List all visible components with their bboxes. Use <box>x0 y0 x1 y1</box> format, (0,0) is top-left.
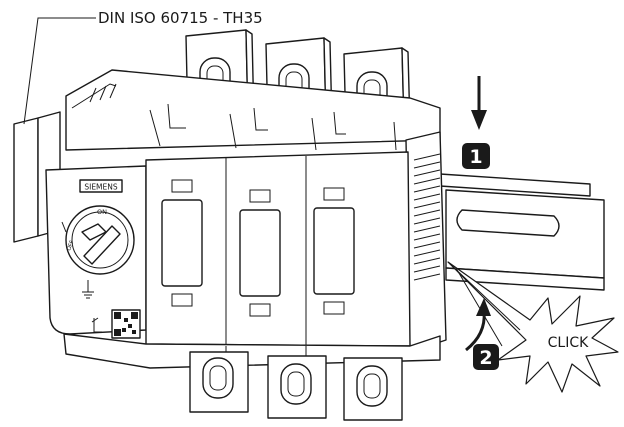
pole-2-window <box>239 189 281 317</box>
rotary-handle <box>61 205 135 275</box>
rail-slot <box>456 209 560 237</box>
switch-body: SIEMENS ON OFF <box>45 69 447 369</box>
terminal-bottom-2 <box>267 355 327 419</box>
step-1-badge <box>462 143 490 169</box>
click-label: CLICK <box>548 335 589 351</box>
down-arrow-icon <box>471 76 487 130</box>
pole-1-window <box>161 179 203 307</box>
step-2-badge <box>473 344 499 370</box>
brand-label: SIEMENS <box>84 183 118 192</box>
din-rail <box>13 111 605 291</box>
pole-3-window <box>313 187 355 315</box>
rail-left-end <box>13 117 39 243</box>
manual-icon <box>91 317 102 333</box>
step-1-number: 1 <box>469 146 482 168</box>
handle-off-label: OFF <box>66 240 75 252</box>
bottom-terminals <box>189 351 403 421</box>
terminal-bottom-3 <box>343 357 403 421</box>
click-burst-icon <box>447 261 619 393</box>
rail-leader-line <box>23 17 96 125</box>
rail-standard-label: DIN ISO 60715 - TH35 <box>98 9 263 27</box>
step-2-number: 2 <box>479 347 492 369</box>
handle-on-label: ON <box>97 208 107 216</box>
body-top <box>65 69 441 151</box>
qr-code-icon <box>111 309 141 339</box>
terminal-bottom-1 <box>189 351 249 413</box>
rail-bottom-flange <box>445 267 605 291</box>
brand-plate <box>79 179 123 193</box>
ground-icon <box>82 280 94 299</box>
cooling-fins <box>413 153 441 281</box>
